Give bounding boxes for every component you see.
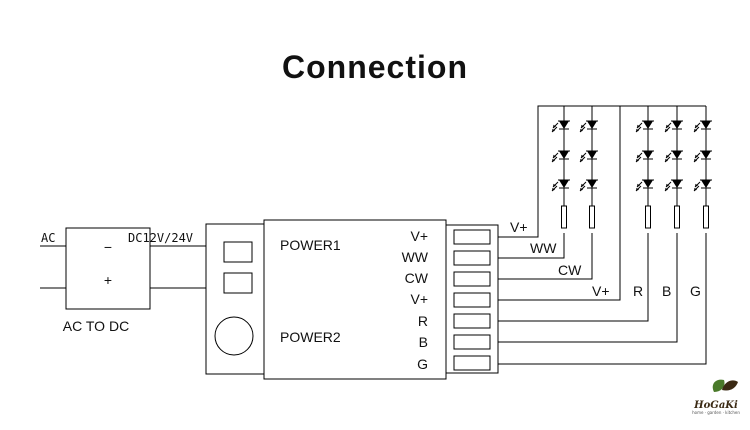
leaf-icon bbox=[722, 380, 738, 391]
terminal-label-vplus-1: V+ bbox=[410, 228, 428, 244]
dc-wires: DC12V/24V bbox=[128, 231, 206, 289]
wire-label-vplus-2: V+ bbox=[592, 283, 610, 299]
led-icon bbox=[635, 150, 655, 163]
power1-label: POWER1 bbox=[280, 237, 341, 253]
led-icon bbox=[551, 150, 571, 163]
terminal-block bbox=[445, 224, 499, 374]
converter-plus-label: + bbox=[104, 272, 112, 288]
logo-text: HoGaKi bbox=[693, 400, 738, 411]
wire-label-g: G bbox=[690, 283, 701, 299]
terminal-r bbox=[453, 313, 491, 329]
converter-name: AC TO DC bbox=[63, 318, 129, 334]
resistor-icon bbox=[645, 205, 651, 229]
terminal-g bbox=[453, 355, 491, 371]
terminal-ww bbox=[453, 250, 491, 266]
resistor-icon bbox=[589, 205, 595, 229]
hogaki-logo: HoGaKi home · garden · kitchen bbox=[692, 379, 740, 415]
led-icon bbox=[551, 120, 571, 133]
power1-port bbox=[223, 241, 253, 263]
power2-port bbox=[223, 272, 253, 294]
controller-body: POWER1 POWER2 V+ WW CW V+ R B G bbox=[263, 219, 447, 380]
converter-minus-label: − bbox=[104, 239, 112, 255]
led-string-r bbox=[635, 106, 655, 229]
output-wires: V+ WW CW V+ R B G bbox=[498, 105, 707, 365]
led-icon bbox=[693, 179, 713, 192]
led-icon bbox=[635, 179, 655, 192]
page-title: Connection bbox=[282, 49, 468, 85]
led-icon bbox=[664, 120, 684, 133]
terminal-label-ww: WW bbox=[402, 249, 429, 265]
resistor-icon bbox=[703, 205, 709, 229]
controller-power-block bbox=[205, 223, 265, 375]
resistor-icon bbox=[561, 205, 567, 229]
wire-label-cw: CW bbox=[558, 262, 582, 278]
led-string-ww bbox=[551, 106, 571, 229]
terminal-label-r: R bbox=[418, 313, 428, 329]
led-string-b bbox=[664, 106, 684, 229]
leaf-icon bbox=[712, 379, 725, 392]
led-icon bbox=[693, 150, 713, 163]
ac-label: AC bbox=[41, 231, 55, 245]
wire-label-r: R bbox=[633, 283, 643, 299]
led-icon bbox=[664, 150, 684, 163]
terminal-vplus-1 bbox=[453, 229, 491, 245]
terminal-cw bbox=[453, 271, 491, 287]
led-icon bbox=[579, 120, 599, 133]
led-string-cw bbox=[579, 106, 599, 229]
wire-label-vplus-1: V+ bbox=[510, 219, 528, 235]
led-icon bbox=[579, 179, 599, 192]
wire-label-b: B bbox=[662, 283, 671, 299]
round-jack bbox=[214, 316, 254, 356]
power2-label: POWER2 bbox=[280, 329, 341, 345]
led-icon bbox=[551, 179, 571, 192]
led-icon bbox=[693, 120, 713, 133]
resistor-icon bbox=[674, 205, 680, 229]
ac-input: AC bbox=[40, 231, 66, 289]
dc-voltage-label: DC12V/24V bbox=[128, 231, 193, 245]
ac-to-dc-converter: − + AC TO DC bbox=[63, 227, 151, 334]
led-icon bbox=[579, 150, 599, 163]
terminal-label-vplus-2: V+ bbox=[410, 291, 428, 307]
wire-label-ww: WW bbox=[530, 240, 557, 256]
terminal-b bbox=[453, 334, 491, 350]
terminal-label-cw: CW bbox=[405, 270, 429, 286]
terminal-vplus-2 bbox=[453, 292, 491, 308]
led-string-g bbox=[693, 106, 713, 229]
led-icon bbox=[635, 120, 655, 133]
logo-tagline: home · garden · kitchen bbox=[692, 410, 740, 415]
terminal-label-b: B bbox=[419, 334, 428, 350]
led-icon bbox=[664, 179, 684, 192]
terminal-label-g: G bbox=[417, 356, 428, 372]
